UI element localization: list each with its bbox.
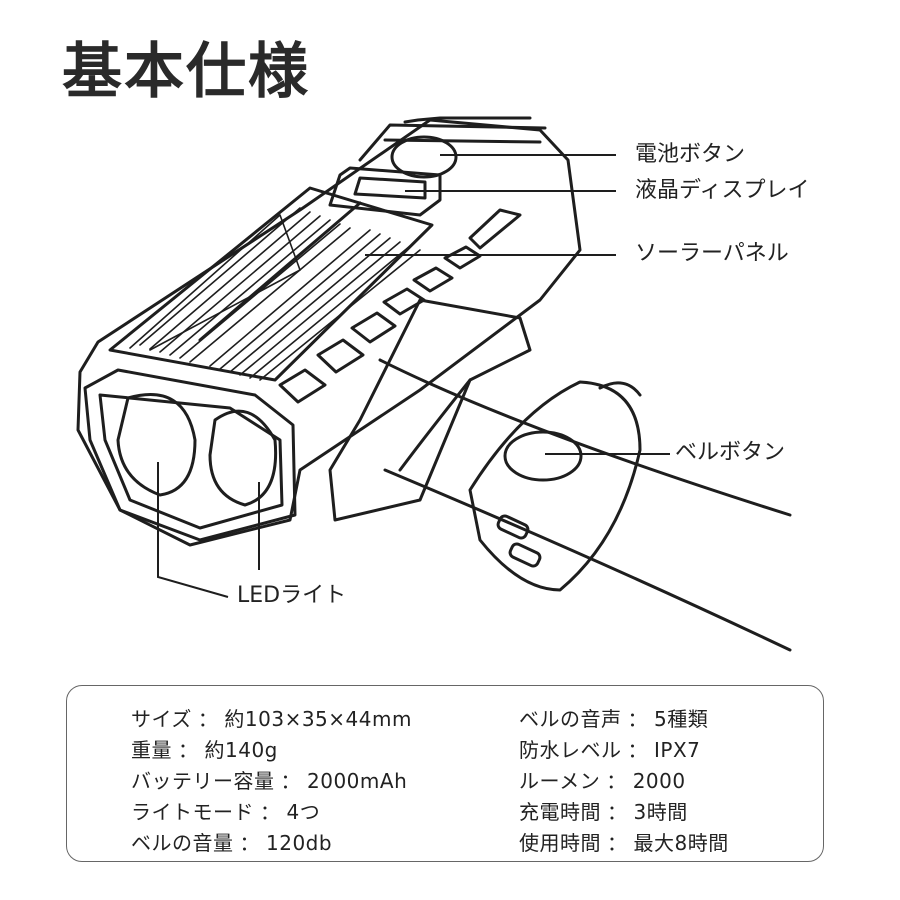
spec-box: サイズ：約103×35×44mm 重量：約140g バッテリー容量：2000mA… [66, 685, 824, 862]
spec-separator: ： [178, 738, 199, 762]
led-lens-left [116, 393, 197, 497]
lcd-screen [328, 166, 442, 217]
spec-label: バッテリー容量 [131, 769, 275, 793]
spec-value: 最大8時間 [633, 831, 729, 855]
led-light-label: LEDライト [237, 583, 347, 608]
battery-button-label: 電池ボタン [635, 142, 746, 167]
spec-label: 充電時間 [519, 800, 601, 824]
spec-value: 120db [266, 831, 333, 855]
spec-value: 5種類 [654, 707, 709, 731]
spec-row: 重量：約140g [131, 735, 412, 766]
spec-row: ベルの音声：5種類 [519, 704, 729, 735]
bell-button-label: ベルボタン [675, 440, 786, 465]
spec-separator: ： [197, 707, 219, 731]
solar-panel-label: ソーラーパネル [635, 241, 789, 266]
led-lens-right [208, 409, 278, 507]
light-body [76, 118, 582, 547]
spec-column-right: ベルの音声：5種類 防水レベル：IPX7 ルーメン：2000 充電時間：3時間 … [519, 704, 729, 859]
spec-separator: ： [607, 831, 628, 855]
spec-value: 約140g [204, 738, 278, 762]
spec-label: ルーメン [519, 769, 601, 793]
bike-light-illustration [76, 116, 792, 652]
spec-separator: ： [239, 831, 260, 855]
spec-label: ベルの音量 [131, 831, 234, 855]
handlebar-bottom-edge [383, 468, 792, 652]
spec-row: ライトモード：4つ [131, 797, 412, 828]
spec-row: ルーメン：2000 [519, 766, 729, 797]
spec-label: 重量 [131, 738, 172, 762]
spec-row: 防水レベル：IPX7 [519, 735, 729, 766]
spec-value: 2000mAh [307, 769, 408, 793]
spec-separator: ： [606, 769, 627, 793]
page-title: 基本仕様 [62, 37, 310, 107]
front-bezel [83, 368, 297, 542]
heatsink-fins [358, 116, 547, 162]
leader-led-left [157, 462, 229, 598]
spec-row: サイズ：約103×35×44mm [131, 704, 412, 735]
spec-separator: ： [627, 707, 648, 731]
solar-panel-shape [108, 186, 434, 382]
spec-separator: ： [607, 800, 628, 824]
spec-label: 防水レベル [519, 738, 622, 762]
spec-value: 約103×35×44mm [224, 707, 412, 731]
spec-row: 使用時間：最大8時間 [519, 828, 729, 859]
battery-button-shape [390, 135, 458, 179]
spec-separator: ： [260, 800, 281, 824]
spec-value: 3時間 [633, 800, 688, 824]
spec-label: サイズ [131, 707, 192, 731]
spec-label: 使用時間 [519, 831, 601, 855]
spec-value: 4つ [286, 800, 321, 824]
spec-separator: ： [280, 769, 301, 793]
spec-value: IPX7 [654, 738, 701, 762]
bell-housing [468, 380, 642, 592]
spec-row: バッテリー容量：2000mAh [131, 766, 412, 797]
spec-label: ライトモード [131, 800, 254, 824]
bell-button-shape [503, 430, 583, 482]
spec-column-left: サイズ：約103×35×44mm 重量：約140g バッテリー容量：2000mA… [131, 704, 412, 859]
spec-row: ベルの音量：120db [131, 828, 412, 859]
spec-separator: ： [627, 738, 648, 762]
spec-row: 充電時間：3時間 [519, 797, 729, 828]
spec-label: ベルの音声 [519, 707, 622, 731]
lcd-display-label: 液晶ディスプレイ [635, 178, 810, 203]
spec-value: 2000 [632, 769, 686, 793]
